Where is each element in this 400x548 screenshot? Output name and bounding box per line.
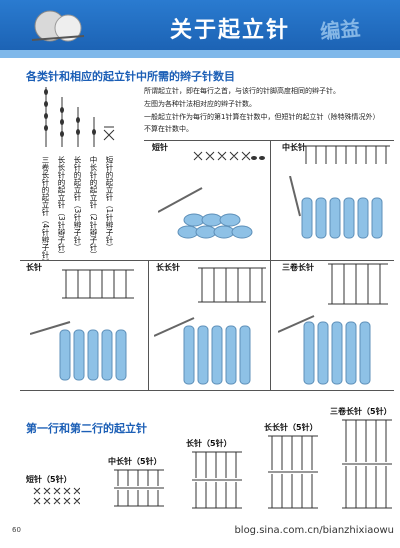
panel-label-3: 长针 [26, 263, 42, 272]
vlabel-2: 长长针的起立针（3针辫子针） [57, 156, 66, 259]
vlabel-1: 三卷长针的起立针（4针辫子针） [41, 156, 50, 266]
yarn-illustration [154, 317, 251, 385]
page-title: 关于起立针 [170, 18, 291, 43]
vlabel-5: 短针的起立针（1针辫子针） [105, 156, 114, 251]
page-number: 60 [12, 526, 21, 534]
stitch-diagram [33, 487, 80, 505]
stitch-diagram [192, 451, 242, 509]
stitch-diagram [198, 267, 266, 303]
panel-label-1: 短针 [152, 143, 168, 152]
bottom-label-3: 长针（5针） [186, 439, 232, 448]
header-stripe [0, 50, 400, 58]
divider [20, 260, 394, 261]
divider [144, 140, 394, 141]
stitch-diagram [268, 435, 318, 509]
section-title-1: 各类针和相应的起立针中所需的辫子针数目 [26, 70, 235, 83]
turning-chain-chart [44, 87, 115, 147]
paragraph-4: 不算在针数中。 [144, 125, 193, 133]
divider [270, 140, 271, 260]
stitch-diagram [328, 263, 388, 305]
yarn-illustration [278, 315, 371, 385]
stitch-diagram [62, 269, 134, 299]
bottom-label-1: 短针（5针） [26, 475, 72, 484]
vlabel-4: 中长针的起立针（2针辫子针） [89, 156, 98, 259]
chain-diagram [193, 151, 265, 161]
stitch-diagram [114, 469, 164, 507]
vlabel-3: 长针的起立针（3针辫子针） [73, 156, 82, 251]
bottom-label-4: 长长针（5针） [264, 423, 318, 432]
stitch-diagram [302, 145, 390, 164]
divider [148, 260, 149, 390]
yarn-balls-icon [31, 10, 85, 42]
paragraph-2: 左图为各种针法相对应的辫子针数。 [144, 100, 256, 108]
bottom-label-5: 三卷长针（5针） [330, 407, 392, 416]
panel-label-2: 中长针 [282, 143, 306, 152]
divider [20, 390, 394, 391]
bottom-label-2: 中长针（5针） [108, 457, 162, 466]
paragraph-3: 一般起立针作为每行的第1针算在针数中，但短针的起立针（除特殊情况外） [144, 113, 380, 121]
yarn-illustration [30, 321, 127, 381]
stitch-diagram [342, 419, 392, 509]
blog-url: blog.sina.com.cn/bianzhixiaowu [234, 525, 394, 536]
paragraph-1: 所谓起立针，即在每行之首，与该行的针脚高度相同的辫子针。 [144, 87, 340, 95]
yarn-illustration [158, 187, 253, 239]
yarn-illustration [289, 176, 383, 239]
panel-label-4: 长长针 [156, 263, 180, 272]
panel-label-5: 三卷长针 [282, 263, 314, 272]
watermark-text: 编益 [319, 15, 362, 45]
divider [270, 260, 271, 390]
section-title-2: 第一行和第二行的起立针 [26, 422, 147, 435]
